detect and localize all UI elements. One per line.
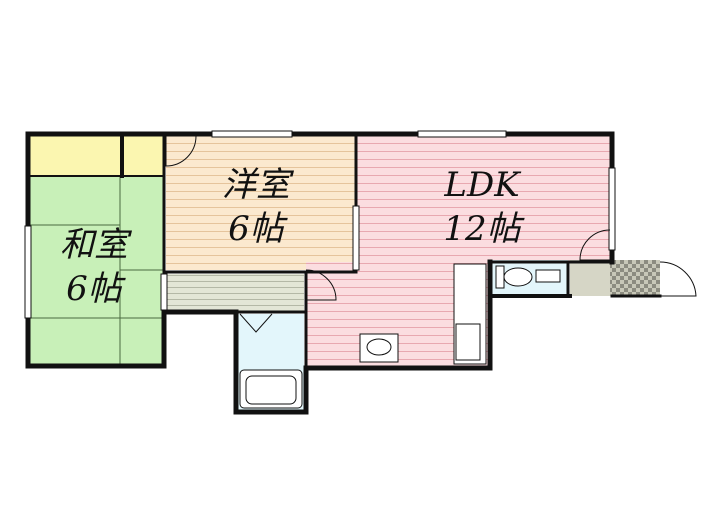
fixtures bbox=[239, 263, 561, 409]
ldk-name: LDK bbox=[443, 165, 522, 205]
genkan-tile bbox=[610, 260, 660, 296]
corridor bbox=[166, 274, 304, 312]
closet-right bbox=[124, 134, 164, 176]
youshitsu-size: 6帖 bbox=[228, 209, 289, 249]
youshitsu-room bbox=[166, 136, 356, 270]
doors bbox=[165, 135, 697, 333]
genkan-hall bbox=[570, 260, 610, 296]
windows bbox=[24, 130, 616, 319]
youshitsu-name: 洋室 bbox=[222, 165, 295, 205]
toilet-bowl bbox=[503, 267, 533, 287]
closet-left bbox=[28, 134, 122, 176]
stove bbox=[455, 323, 481, 361]
ldk-room bbox=[356, 136, 612, 262]
washitsu-size: 6帖 bbox=[66, 269, 127, 309]
ldk-size: 12帖 bbox=[443, 209, 525, 249]
washitsu-name: 和室 bbox=[60, 225, 133, 265]
toilet-tank bbox=[495, 265, 505, 289]
